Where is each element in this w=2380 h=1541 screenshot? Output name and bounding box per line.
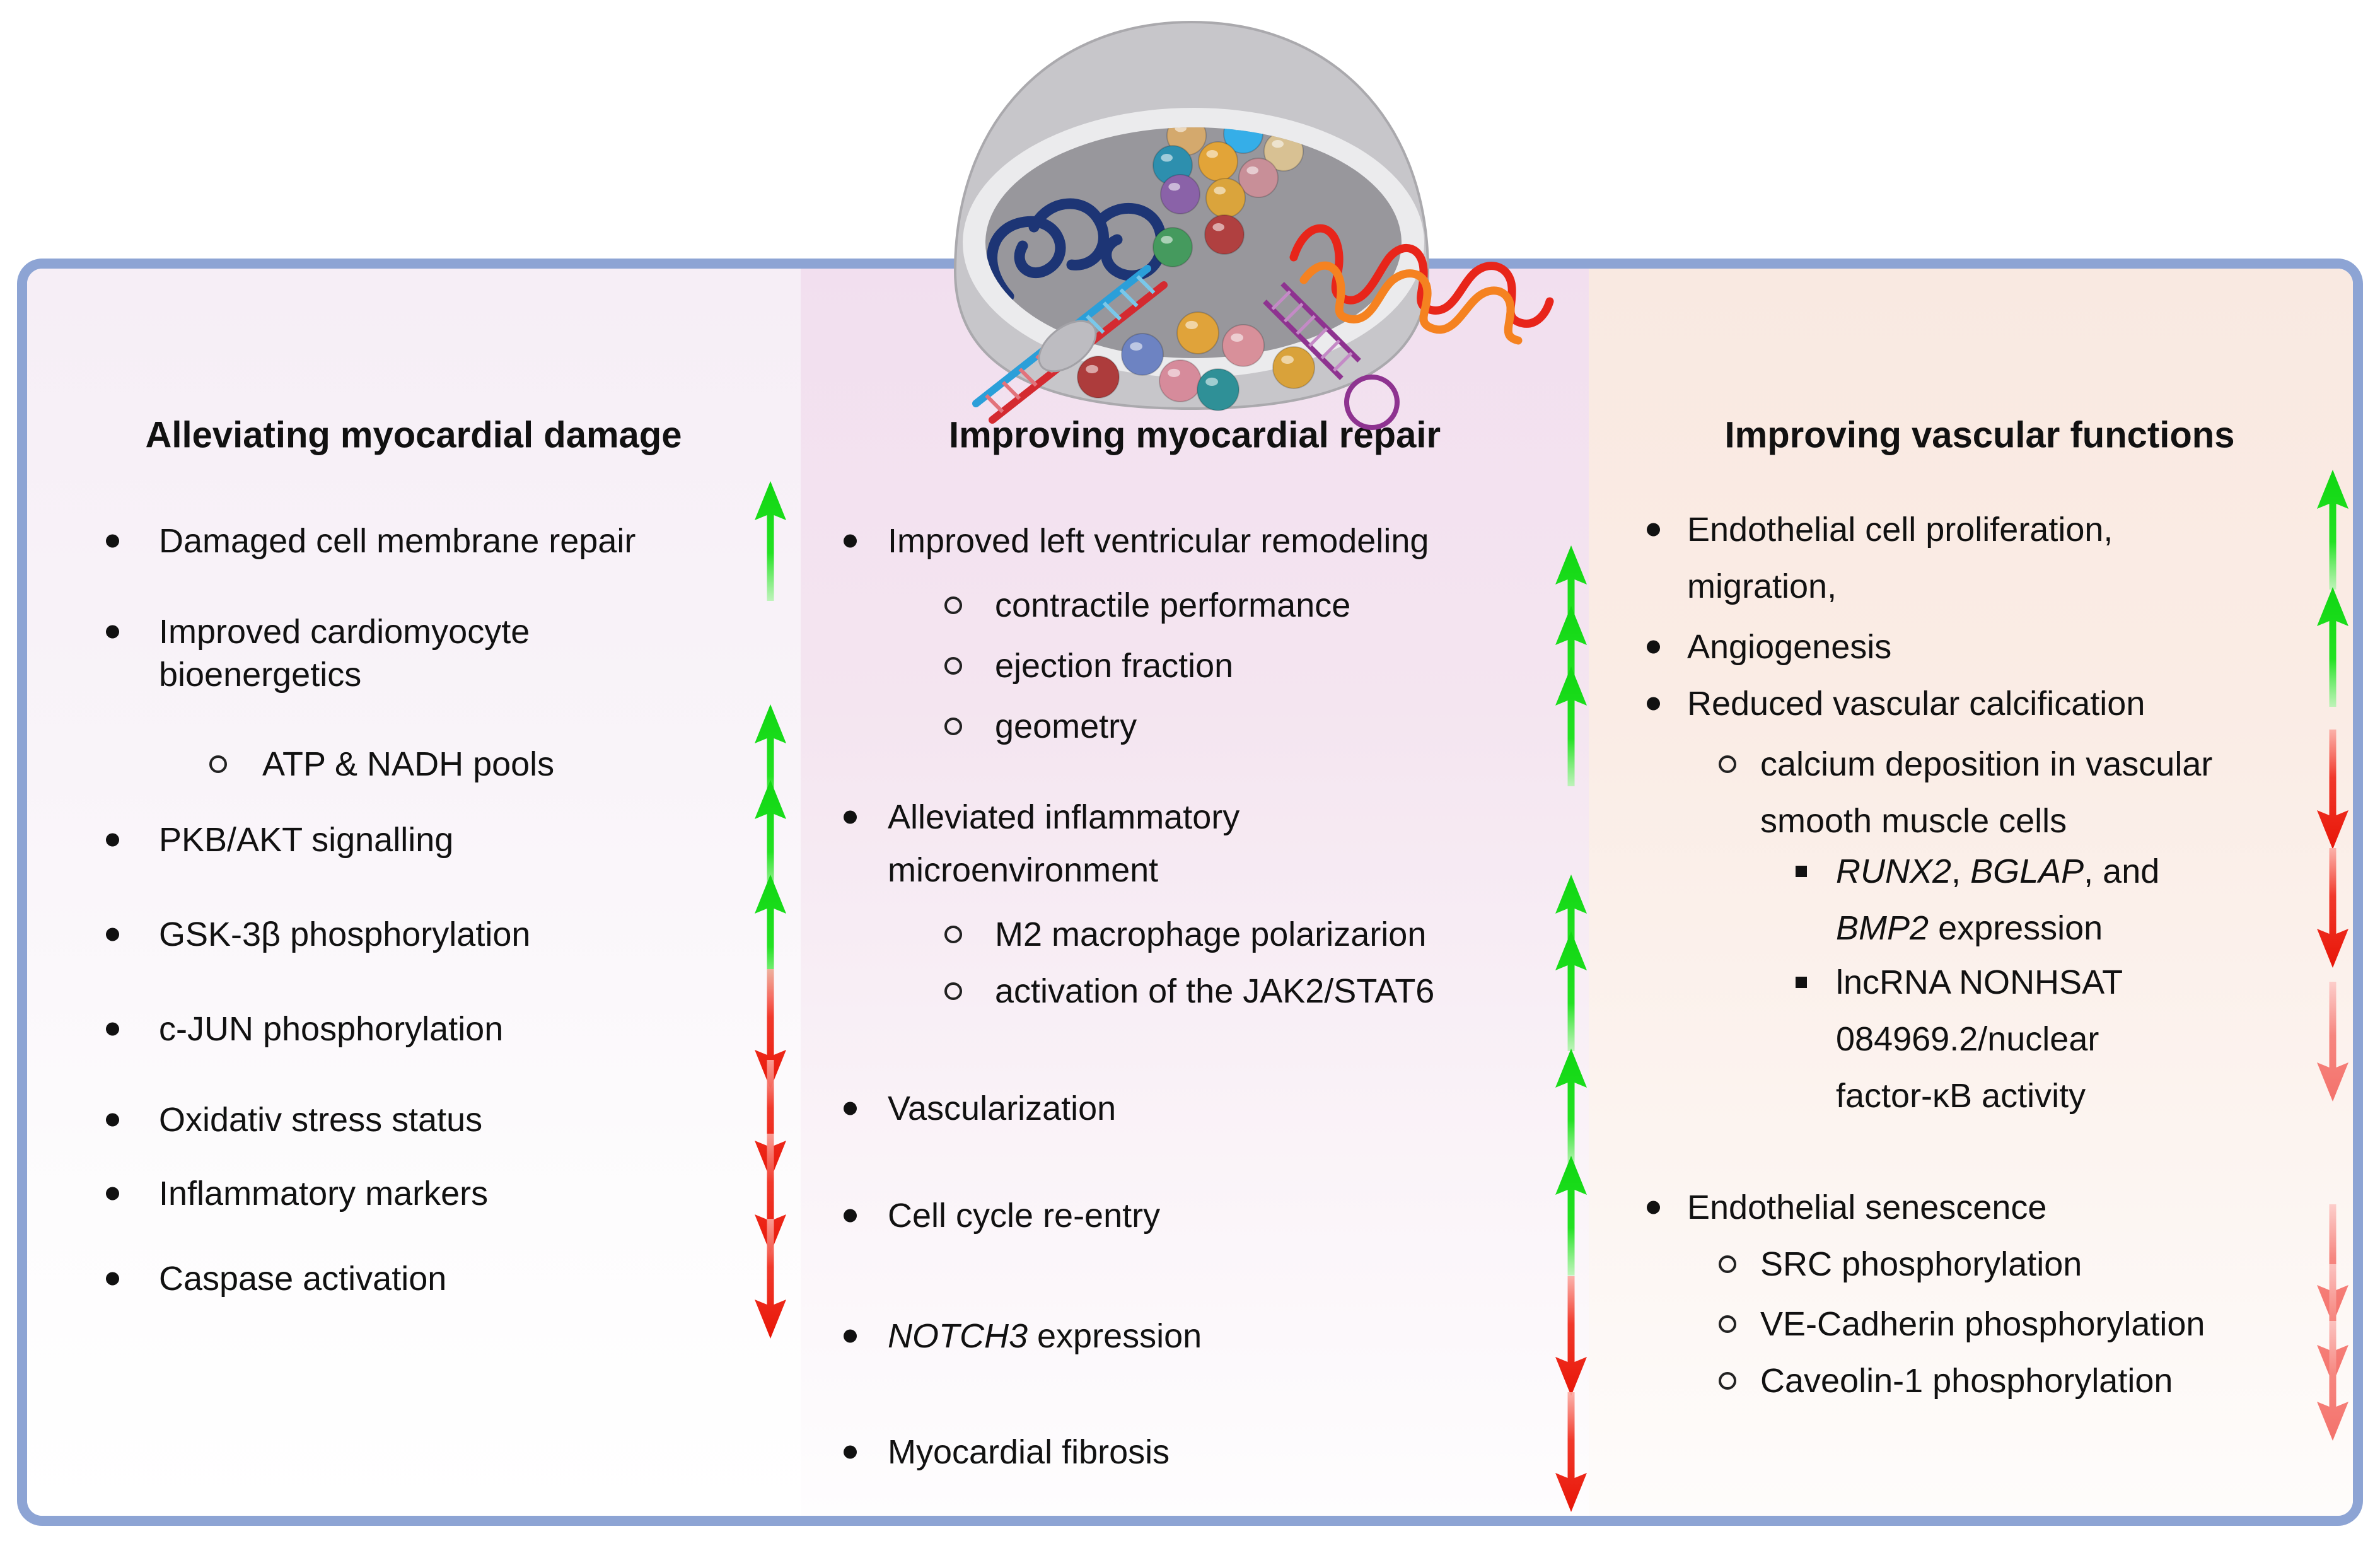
list-item: Reduced vascular calcification [1687,685,2145,723]
bullet-circle-icon [1719,1315,1736,1333]
bullet-dot-icon [1647,1201,1660,1214]
list-item: Improved cardiomyocyte bioenergetics [159,613,530,694]
list-item: lncRNA NONHSAT 084969.2/nuclear factor-κ… [1836,963,2123,1115]
bullet-dot-icon [844,1209,857,1223]
column-bg-myocardial-repair [801,269,1589,1516]
list-item: PKB/AKT signalling [159,821,454,859]
list-item: calcium deposition in vascular smooth mu… [1760,745,2213,840]
bullet-circle-icon [944,926,962,943]
bullet-dot-icon [106,534,119,548]
bullet-dot-icon [1647,523,1660,537]
bullet-circle-icon [209,755,227,773]
panel [17,259,2363,1526]
list-item: activation of the JAK2/STAT6 [995,972,1435,1010]
list-item: Angiogenesis [1687,628,1892,666]
bullet-dot-icon [106,928,119,941]
bullet-dot-icon [1647,640,1660,654]
list-item: Endothelial senescence [1687,1189,2047,1226]
bullet-dot-icon [844,534,857,548]
bullet-circle-icon [944,596,962,614]
list-item: Myocardial fibrosis [888,1433,1170,1471]
text-segment: , and [2084,852,2160,890]
list-item: c-JUN phosphorylation [159,1010,504,1048]
list-item: contractile performance [995,586,1351,624]
bullet-square-icon [1796,977,1807,988]
bullet-circle-icon [944,718,962,735]
column-bg-vascular-functions [1589,269,2353,1516]
bullet-dot-icon [844,810,857,824]
bullet-dot-icon [106,625,119,639]
bullet-circle-icon [1719,1255,1736,1273]
list-item: geometry [995,707,1137,745]
bullet-dot-icon [106,1113,119,1127]
list-item: Caveolin-1 phosphorylation [1760,1362,2173,1400]
text-segment: expression [1929,909,2103,947]
list-item: ATP & NADH pools [262,745,555,783]
list-item: SRC phosphorylation [1760,1245,2082,1283]
bullet-circle-icon [944,657,962,675]
bullet-circle-icon [1719,755,1736,773]
list-item: RUNX2, BGLAP, and BMP2 expression [1836,843,2159,957]
list-item: Cell cycle re-entry [888,1197,1161,1235]
bullet-dot-icon [106,1022,119,1036]
column-bg-alleviating-damage [27,269,801,1516]
gene-name: BMP2 [1836,909,1929,947]
list-item: Endothelial cell proliferation, migratio… [1687,511,2113,605]
bullet-dot-icon [844,1329,857,1343]
list-item: Vascularization [888,1090,1117,1127]
list-item: Damaged cell membrane repair [159,522,636,560]
list-item: M2 macrophage polarizarion [995,916,1427,953]
list-item: NOTCH3 expression [888,1310,1202,1363]
text-segment: expression [1028,1317,1202,1355]
list-item: GSK-3β phosphorylation [159,916,531,953]
gene-name: RUNX2 [1836,852,1952,890]
bullet-dot-icon [106,1272,119,1286]
text-segment: , [1951,852,1971,890]
column-title: Improving myocardial repair [948,414,1441,456]
bullet-circle-icon [944,982,962,1000]
list-item: ejection fraction [995,647,1234,685]
bullet-dot-icon [106,833,119,847]
list-item: VE-Cadherin phosphorylation [1760,1305,2205,1343]
bullet-square-icon [1796,866,1807,877]
bullet-dot-icon [106,1187,119,1201]
gene-name: NOTCH3 [888,1317,1028,1355]
list-item: Alleviated inflammatory microenvironment [888,798,1240,889]
list-item: Caspase activation [159,1260,447,1298]
bullet-dot-icon [844,1445,857,1459]
list-item: Inflammatory markers [159,1175,489,1212]
bullet-dot-icon [1647,697,1660,711]
list-item: Improved left ventricular remodeling [888,522,1429,560]
bullet-dot-icon [844,1102,857,1115]
bullet-circle-icon [1719,1372,1736,1390]
column-title: Improving vascular functions [1724,414,2235,456]
column-title: Alleviating myocardial damage [145,414,682,456]
gene-name: BGLAP [1970,852,2084,890]
list-item: Oxidativ stress status [159,1101,483,1139]
